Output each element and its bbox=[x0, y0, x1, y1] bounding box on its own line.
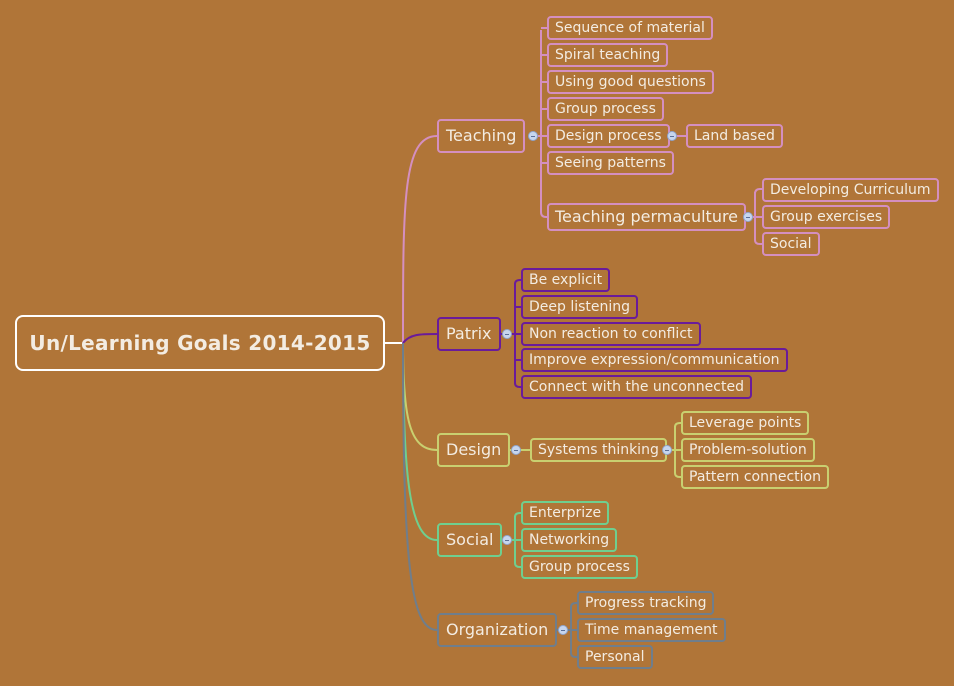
subtopic-time-management[interactable]: Time management bbox=[577, 618, 726, 642]
subtopic-group-process[interactable]: Group process bbox=[547, 97, 664, 121]
subtopic-connect-with-unconnected[interactable]: Connect with the unconnected bbox=[521, 375, 752, 399]
subtopic-progress-tracking[interactable]: Progress tracking bbox=[577, 591, 715, 615]
subtopic-systems-thinking[interactable]: Systems thinking bbox=[530, 438, 667, 462]
collapse-minus-icon[interactable] bbox=[558, 625, 568, 635]
topic-organization[interactable]: Organization bbox=[437, 613, 558, 647]
collapse-minus-icon[interactable] bbox=[667, 131, 677, 141]
subtopic-design-process[interactable]: Design process bbox=[547, 124, 670, 148]
subtopic-land-based[interactable]: Land based bbox=[686, 124, 783, 148]
subtopic-seeing-patterns[interactable]: Seeing patterns bbox=[547, 151, 674, 175]
subtopic-leverage-points[interactable]: Leverage points bbox=[681, 411, 810, 435]
subtopic-using-good-questions[interactable]: Using good questions bbox=[547, 70, 714, 94]
subtopic-teaching-permaculture[interactable]: Teaching permaculture bbox=[547, 203, 747, 231]
subtopic-group-process-social[interactable]: Group process bbox=[521, 555, 638, 579]
subtopic-problem-solution[interactable]: Problem-solution bbox=[681, 438, 815, 462]
subtopic-deep-listening[interactable]: Deep listening bbox=[521, 295, 639, 319]
collapse-minus-icon[interactable] bbox=[502, 535, 512, 545]
subtopic-personal[interactable]: Personal bbox=[577, 645, 653, 669]
topic-patrix[interactable]: Patrix bbox=[437, 317, 501, 351]
subtopic-sequence-of-material[interactable]: Sequence of material bbox=[547, 16, 713, 40]
subtopic-enterprize[interactable]: Enterprize bbox=[521, 501, 610, 525]
subtopic-networking[interactable]: Networking bbox=[521, 528, 618, 552]
subtopic-spiral-teaching[interactable]: Spiral teaching bbox=[547, 43, 669, 67]
collapse-minus-icon[interactable] bbox=[502, 329, 512, 339]
subtopic-social[interactable]: Social bbox=[762, 232, 820, 256]
root-topic[interactable]: Un/Learning Goals 2014-2015 bbox=[15, 315, 385, 371]
collapse-minus-icon[interactable] bbox=[662, 445, 672, 455]
topic-design[interactable]: Design bbox=[437, 433, 511, 467]
topic-teaching[interactable]: Teaching bbox=[437, 119, 526, 153]
subtopic-group-exercises[interactable]: Group exercises bbox=[762, 205, 891, 229]
collapse-minus-icon[interactable] bbox=[528, 131, 538, 141]
collapse-minus-icon[interactable] bbox=[743, 212, 753, 222]
topic-social[interactable]: Social bbox=[437, 523, 503, 557]
subtopic-developing-curriculum[interactable]: Developing Curriculum bbox=[762, 178, 939, 202]
subtopic-non-reaction-to-conflict[interactable]: Non reaction to conflict bbox=[521, 322, 701, 346]
subtopic-improve-expression[interactable]: Improve expression/communication bbox=[521, 348, 788, 372]
collapse-minus-icon[interactable] bbox=[511, 445, 521, 455]
subtopic-pattern-connection[interactable]: Pattern connection bbox=[681, 465, 829, 489]
subtopic-be-explicit[interactable]: Be explicit bbox=[521, 268, 611, 292]
